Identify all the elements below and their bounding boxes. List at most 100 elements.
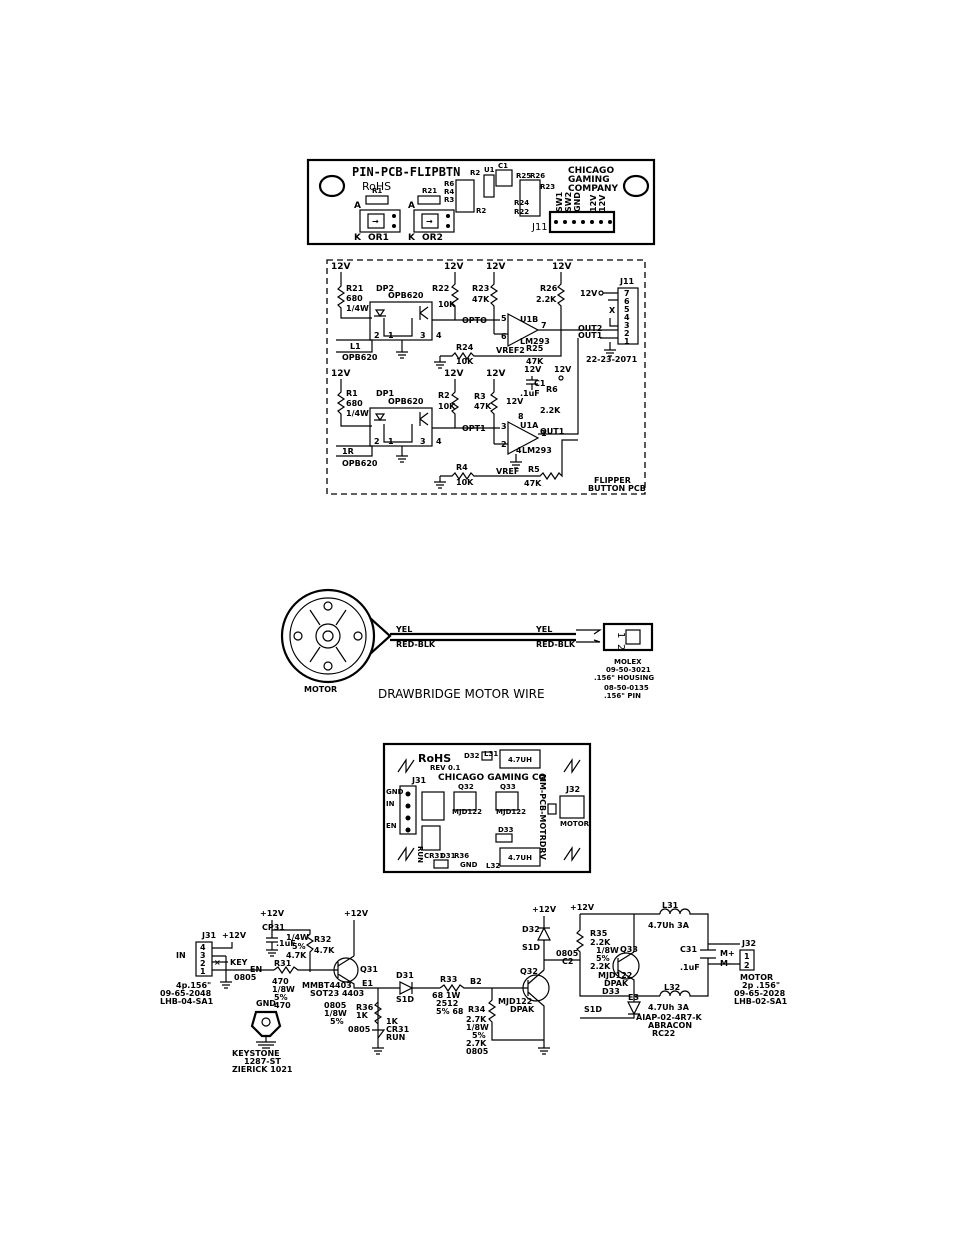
sensor-or2-footprint bbox=[413, 209, 455, 233]
layout-gnd: GND bbox=[460, 861, 478, 869]
r34-pkg: 0805 bbox=[466, 1047, 489, 1056]
r31-pkg: 0805 bbox=[234, 973, 257, 982]
motor-schematic: J31 4 3 2 1 IN +12V × KEY 4p.156" 09-65-… bbox=[160, 901, 788, 1074]
j32-part-2: 2p .156" bbox=[742, 981, 780, 990]
mount-hole-left bbox=[318, 174, 346, 198]
supply-12v-c1: 12V bbox=[524, 365, 542, 374]
r4-value: 10K bbox=[456, 478, 474, 487]
r1-value: 680 bbox=[346, 399, 363, 408]
sensor-or1-footprint bbox=[359, 209, 401, 233]
mount-hole-right bbox=[622, 174, 650, 198]
ref-r2: R2 bbox=[476, 207, 486, 215]
ref-u1: U1 bbox=[484, 166, 495, 174]
r6-ref: R6 bbox=[546, 385, 558, 394]
q31-ref: Q31 bbox=[360, 965, 378, 974]
r24-value: 10K bbox=[456, 357, 474, 366]
r35-pkg: 0805 bbox=[556, 949, 579, 958]
r36-pkg: 0805 bbox=[324, 1001, 347, 1010]
ref-r23: R23 bbox=[540, 183, 555, 191]
r25-value: 47K bbox=[526, 357, 544, 366]
layout-q33: Q33 bbox=[500, 783, 516, 791]
layout-j32-connector bbox=[559, 795, 585, 819]
ref-r21: R21 bbox=[422, 187, 437, 195]
d32-ref: D32 bbox=[522, 925, 540, 934]
r25-ref: R25 bbox=[526, 344, 544, 353]
pin-12v-a: 12V bbox=[589, 194, 598, 212]
j11-body bbox=[617, 287, 639, 345]
r1-wattage: 1/4W bbox=[346, 409, 369, 418]
j31-part-1: 4p.156" bbox=[176, 981, 211, 990]
j11-part: 22-23-2071 bbox=[586, 355, 638, 364]
d33-ref: D33 bbox=[602, 987, 620, 996]
dp1-ref: DP1 bbox=[376, 389, 395, 398]
r32-ref: R32 bbox=[314, 935, 331, 944]
j11-nc: X bbox=[609, 306, 616, 315]
j31-part-2: 09-65-2048 bbox=[160, 989, 212, 998]
motor-rohs: RoHS bbox=[418, 752, 451, 765]
layout-l31: L31 bbox=[484, 750, 498, 758]
motor-company: CHICAGO GAMING CO bbox=[438, 773, 547, 783]
pin-sw2: SW2 bbox=[564, 192, 573, 212]
dp1-pin2: 2 bbox=[374, 437, 380, 446]
dp1-body bbox=[369, 407, 433, 447]
sch-j32-ref: J32 bbox=[741, 939, 756, 948]
q32-symbol bbox=[522, 974, 550, 1002]
j31-in-label: IN bbox=[176, 951, 186, 960]
motor-rev: REV 0.1 bbox=[430, 764, 461, 772]
housing-pin-1: 1 bbox=[615, 632, 626, 638]
r2-value: 10K bbox=[438, 402, 456, 411]
ref-r2b: R2 bbox=[470, 169, 480, 177]
r24-ref: R24 bbox=[456, 343, 474, 352]
cp31-ref: CP31 bbox=[262, 923, 285, 932]
supply-12v-r26: 12V bbox=[552, 262, 572, 272]
supply-12v-r2: 12V bbox=[444, 369, 464, 379]
r34-tol: 5% bbox=[472, 1031, 486, 1040]
keystone-2: 1287-ST bbox=[244, 1057, 281, 1066]
j11-ref: J11 bbox=[619, 277, 635, 286]
r21-wattage: 1/4W bbox=[346, 304, 369, 313]
r35-value2: 2.2K bbox=[590, 962, 611, 971]
wire-yel-end-label: YEL bbox=[535, 625, 552, 634]
q31-part: MMBT4403 bbox=[302, 981, 352, 990]
r36-value2: 1K bbox=[386, 1017, 399, 1026]
motor-housing bbox=[280, 588, 376, 684]
j11-pin1: 1 bbox=[624, 337, 630, 346]
dp2-pin1: 1 bbox=[388, 331, 394, 340]
flipper-board-name: PIN-PCB-FLIPBTN bbox=[352, 165, 460, 179]
out2-net: OUT2 bbox=[578, 324, 602, 333]
layout-d32: D32 bbox=[464, 752, 480, 760]
ref-r3: R3 bbox=[444, 196, 454, 204]
q33-pkg: DPAK bbox=[604, 979, 629, 988]
supply-12v-r22: 12V bbox=[444, 262, 464, 272]
flipper-schematic: 12V R21 680 1/4W DP2 OPB620 2 1 3 4 L1 O… bbox=[326, 259, 646, 495]
l31-ref: L31 bbox=[662, 901, 679, 910]
layout-j31: J31 bbox=[411, 776, 427, 785]
flipper-pcb-layout: PIN-PCB-FLIPBTN RoHS CHICAGO GAMING COMP… bbox=[306, 158, 656, 246]
l32-value: 4.7Uh 3A bbox=[648, 1003, 690, 1012]
u1a-pin4: 4 bbox=[516, 446, 522, 455]
keystone-3: ZIERICK 1021 bbox=[232, 1065, 293, 1074]
dp2-pin3: 3 bbox=[420, 331, 426, 340]
motor-board-name: MM-PCB-MOTRDRV bbox=[538, 774, 547, 861]
or1-pin-k: K bbox=[354, 233, 362, 243]
r23-ref: R23 bbox=[472, 284, 489, 293]
r3-ref: R3 bbox=[474, 392, 486, 401]
flipper-title-1: FLIPPER bbox=[594, 476, 631, 485]
layout-d31: D31 bbox=[440, 852, 456, 860]
motor-board-outline bbox=[382, 742, 592, 874]
company-line-3: COMPANY bbox=[568, 184, 618, 194]
supply-12v-u1a: 12V bbox=[506, 397, 524, 406]
layout-mjd122-1: MJD122 bbox=[452, 808, 482, 816]
j11-pin5: 5 bbox=[624, 305, 630, 314]
j11-12v: 12V bbox=[580, 289, 598, 298]
r36-pkg2: 0805 bbox=[348, 1025, 371, 1034]
j11-pin6: 6 bbox=[624, 297, 630, 306]
flipper-schematic-border bbox=[326, 259, 646, 495]
layout-pin-in: IN bbox=[386, 800, 395, 808]
pin-sw1: SW1 bbox=[555, 191, 564, 212]
keystone-gnd: GND bbox=[256, 999, 276, 1008]
layout-l32: L32 bbox=[486, 862, 500, 870]
q31-pkg: SOT23 4403 bbox=[310, 989, 364, 998]
d31-ref: D31 bbox=[396, 971, 414, 980]
out1-net: OUT1 bbox=[578, 331, 603, 340]
